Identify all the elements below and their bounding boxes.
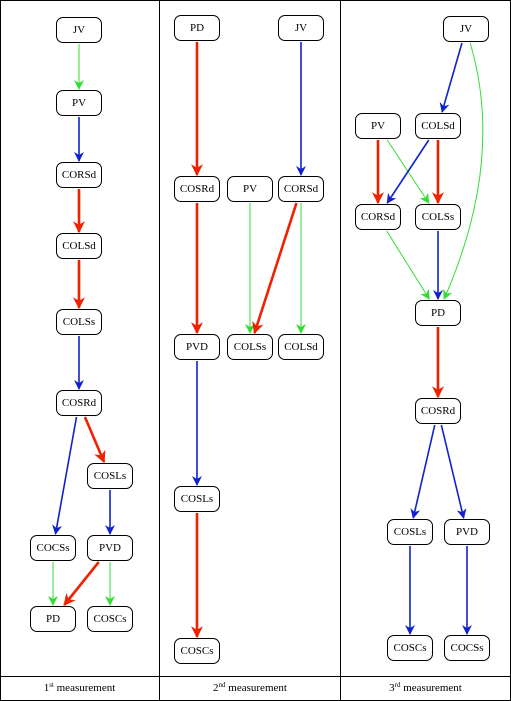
edge-pvd-to-pd (63, 561, 100, 606)
edge-colsd-to-corsd (386, 139, 430, 204)
node-pv: PV (56, 90, 102, 116)
node-colss: COLSs (415, 204, 461, 230)
edge-cosrd-to-cosls (83, 416, 106, 464)
caption-ordinal: rd (394, 681, 401, 689)
node-pd: PD (30, 606, 76, 632)
caption-number: 3 (389, 682, 395, 694)
node-cosrd: COSRd (174, 176, 220, 202)
node-cosrd: COSRd (56, 390, 102, 416)
node-colsd: COLSd (56, 233, 102, 259)
node-pvd: PVD (444, 519, 490, 545)
frame-caption-divider (0, 676, 511, 677)
frame-top (0, 0, 511, 1)
caption-number: 2 (213, 682, 219, 694)
edge-corsd-to-pd (386, 230, 430, 300)
node-pv: PV (355, 113, 401, 139)
node-pd: PD (174, 15, 220, 41)
caption-ordinal: nd (218, 681, 226, 689)
node-colsd: COLSd (415, 113, 461, 139)
node-cosls: COSLs (87, 463, 133, 489)
caption-ordinal: st (49, 681, 54, 689)
node-jv: JV (56, 17, 102, 43)
node-corsd: CORSd (278, 176, 324, 202)
panel-divider-2 (340, 0, 341, 701)
caption-text: measurement (53, 682, 116, 694)
caption-text: measurement (400, 682, 462, 694)
caption-panel-3: 3rd measurement (341, 677, 510, 699)
node-cosls: COSLs (174, 486, 220, 512)
edge-jv-to-colsd (439, 42, 463, 113)
node-jv: JV (278, 15, 324, 41)
node-coscs: COSCs (87, 606, 133, 632)
edge-cosrd-to-pvd (440, 424, 467, 519)
node-cocss: COCSs (30, 535, 76, 561)
caption-number: 1 (43, 682, 50, 694)
edge-corsd-to-colss (252, 202, 298, 335)
node-cosls: COSLs (387, 519, 433, 545)
edge-jv-to-pd (443, 42, 484, 300)
node-colss: COLSs (227, 334, 273, 360)
node-cocss: COCSs (444, 635, 490, 661)
node-pvd: PVD (174, 334, 220, 360)
caption-text: measurement (225, 682, 287, 694)
edge-cosrd-to-cocss (52, 416, 78, 535)
node-coscs: COSCs (174, 638, 220, 664)
node-colsd: COLSd (278, 334, 324, 360)
node-corsd: CORSd (355, 204, 401, 230)
node-pvd: PVD (87, 535, 133, 561)
frame-left (0, 0, 1, 701)
node-cosrd: COSRd (415, 398, 461, 424)
caption-panel-2: 2nd measurement (160, 677, 340, 699)
node-colss: COLSs (56, 309, 102, 335)
node-pd: PD (415, 300, 461, 326)
edge-cosrd-to-cosls (410, 424, 436, 519)
panel-divider-1 (159, 0, 160, 701)
node-corsd: CORSd (56, 162, 102, 188)
node-coscs: COSCs (387, 635, 433, 661)
node-pv: PV (227, 176, 273, 202)
node-jv: JV (443, 16, 489, 42)
caption-panel-1: 1st measurement (0, 677, 159, 699)
